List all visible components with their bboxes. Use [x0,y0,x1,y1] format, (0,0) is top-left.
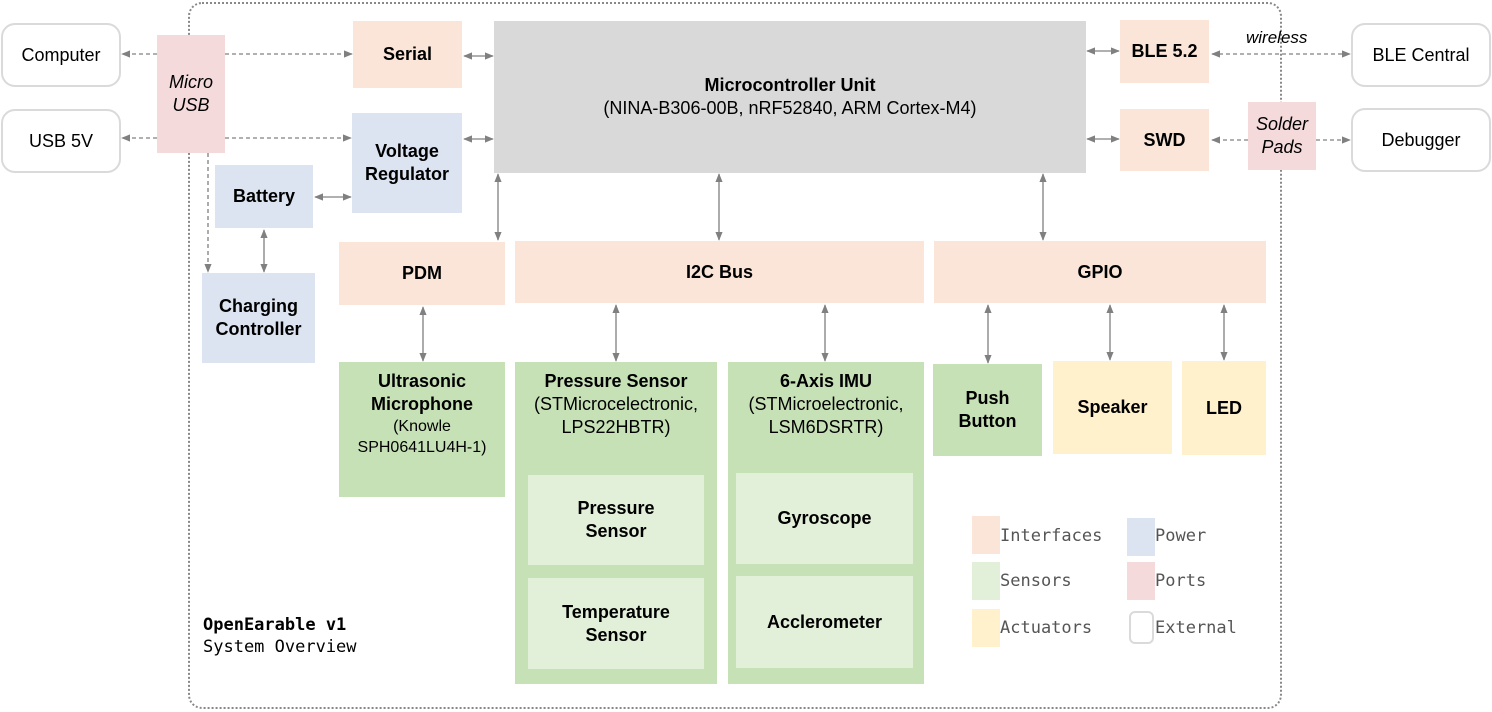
subsensor-accelerometer: Acclerometer [736,576,913,668]
pressure-part-label-1: Pressure [577,498,655,518]
push-button-label-2: Button [958,411,1017,431]
debugger-label: Debugger [1381,129,1461,150]
subsensor-pressure: Pressure Sensor [528,475,704,565]
mcu-subtitle: (NINA-B306-00B, nRF52840, ARM Cortex-M4) [603,98,977,118]
computer-label: Computer [21,44,101,65]
legend-swatch-external [1129,611,1154,644]
microphone-title-2: Microphone [371,394,473,414]
mcu-title: Microcontroller Unit [704,75,876,95]
temperature-part-label-2: Sensor [585,624,647,645]
diagram-title-subtitle: System Overview [203,637,357,657]
legend-label-ports: Ports [1155,571,1207,591]
legend-swatch-actuators [972,609,1000,647]
interface-i2c-bus: I2C Bus [515,241,924,303]
swd-label: SWD [1143,129,1186,150]
interface-serial: Serial [353,21,462,88]
microphone-subtitle-1: (Knowle [393,418,451,435]
ble-label: BLE 5.2 [1131,41,1198,61]
legend-swatch-power [1127,518,1155,556]
external-computer: Computer [1,23,121,87]
charging-controller-label-1: Charging [219,296,298,316]
led-label: LED [1206,397,1242,418]
legend-label-power: Power [1155,526,1207,546]
legend-label-external: External [1155,618,1237,638]
voltage-regulator-label-2: Regulator [364,164,449,184]
pressure-sensor-subtitle-1: (STMicrocelectronic, [533,394,699,414]
external-usb-5v: USB 5V [1,109,121,173]
power-voltage-regulator: Voltage Regulator [352,113,462,213]
gpio-label: GPIO [1077,261,1123,282]
interface-pdm: PDM [339,242,505,305]
usb5v-label: USB 5V [28,130,94,151]
gyroscope-label: Gyroscope [777,508,872,528]
imu-subtitle-2: LSM6DSRTR) [768,417,884,437]
temperature-part-label-1: Temperature [562,601,670,622]
legend-swatch-sensors [972,562,1000,600]
power-charging-controller: Charging Controller [202,273,315,363]
pressure-part-label-2: Sensor [585,521,647,541]
charging-controller-label-2: Controller [215,319,302,339]
diagram-title: OpenEarable v1 System Overview [203,614,357,658]
interface-swd: SWD [1120,109,1209,171]
external-debugger: Debugger [1351,108,1491,172]
sensor-push-button: Push Button [933,364,1042,456]
serial-label: Serial [382,44,433,64]
port-solder-pads: Solder Pads [1248,102,1316,170]
port-micro-usb: Micro USB [157,35,225,153]
micro-usb-label-2: USB [172,95,210,115]
legend-label-actuators: Actuators [1000,618,1093,638]
actuator-led: LED [1182,361,1266,455]
voltage-regulator-label-1: Voltage [375,141,439,161]
interface-gpio: GPIO [934,241,1266,303]
diagram-title-name: OpenEarable v1 [203,615,347,635]
legend-swatch-interfaces [972,516,1000,554]
subsensor-gyroscope: Gyroscope [736,473,913,564]
solder-pads-label-2: Pads [1261,137,1303,157]
power-battery: Battery [215,165,313,228]
accelerometer-label: Acclerometer [766,611,883,632]
actuator-speaker: Speaker [1053,361,1172,454]
microcontroller-unit: Microcontroller Unit (NINA-B306-00B, nRF… [494,21,1086,173]
wireless-label: wireless [1246,28,1308,47]
legend-label-sensors: Sensors [1000,571,1072,591]
imu-title: 6-Axis IMU [779,371,873,391]
pressure-sensor-title: Pressure Sensor [544,371,688,391]
solder-pads-label-1: Solder [1255,114,1309,134]
external-ble-central: BLE Central [1351,23,1491,87]
microphone-subtitle-2: SPH0641LU4H-1) [357,439,487,456]
ble-central-label: BLE Central [1372,44,1470,65]
i2c-label: I2C Bus [685,261,754,282]
device-boundary [188,2,1282,709]
battery-label: Battery [232,186,296,206]
push-button-label-1: Push [965,388,1010,408]
legend-label-interfaces: Interfaces [1000,526,1103,546]
interface-ble: BLE 5.2 [1120,20,1209,83]
imu-subtitle-1: (STMicroelectronic, [748,394,904,414]
legend-swatch-ports [1127,562,1155,600]
speaker-label: Speaker [1077,397,1148,417]
pressure-sensor-subtitle-2: LPS22HBTR) [561,417,671,437]
pdm-label: PDM [402,263,442,283]
micro-usb-label-1: Micro [169,72,213,92]
sensor-ultrasonic-microphone: Ultrasonic Microphone (Knowle SPH0641LU4… [339,362,505,497]
microphone-title-1: Ultrasonic [377,371,467,391]
subsensor-temperature: Temperature Sensor [528,578,704,669]
